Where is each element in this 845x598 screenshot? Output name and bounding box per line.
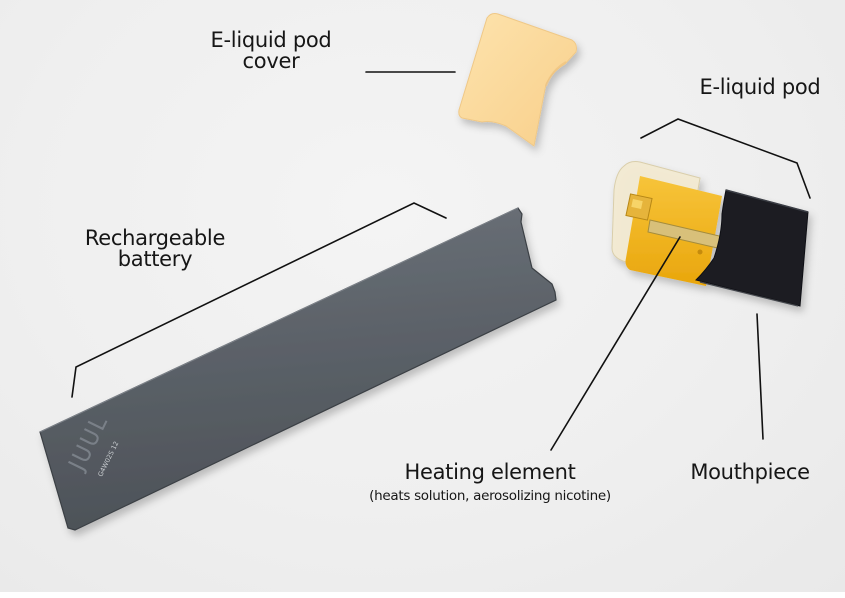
e-liquid-pod-label: E-liquid pod <box>699 75 821 99</box>
bottom-border <box>0 592 845 598</box>
mouthpiece-label: Mouthpiece <box>690 460 810 484</box>
rechargeable-battery: JUUL G4W02S 12 <box>39 207 557 531</box>
mouthpiece-leader-line <box>756 313 764 440</box>
pod-cover-label: E-liquid pod cover <box>176 30 366 72</box>
pod-cover-label-line1: E-liquid pod <box>210 28 332 52</box>
heating-element-label: Heating element <box>404 460 576 484</box>
battery-label-line2: battery <box>117 247 193 271</box>
battery-bracket <box>71 202 447 398</box>
pod-cover-label-line2: cover <box>242 49 300 73</box>
leader-lines <box>71 71 811 451</box>
heating-element-note: (heats solution, aerosolizing nicotine) <box>369 488 611 504</box>
mouthpiece-body <box>695 189 809 307</box>
pod-cover-body <box>458 13 577 147</box>
e-liquid-pod <box>611 161 809 307</box>
battery-body <box>39 207 557 531</box>
heating-element-leader-line <box>550 236 681 451</box>
pod-bracket <box>640 118 811 199</box>
pod-cover <box>458 13 577 147</box>
battery-label: Rechargeable battery <box>60 228 250 270</box>
battery-label-line1: Rechargeable <box>84 226 226 250</box>
